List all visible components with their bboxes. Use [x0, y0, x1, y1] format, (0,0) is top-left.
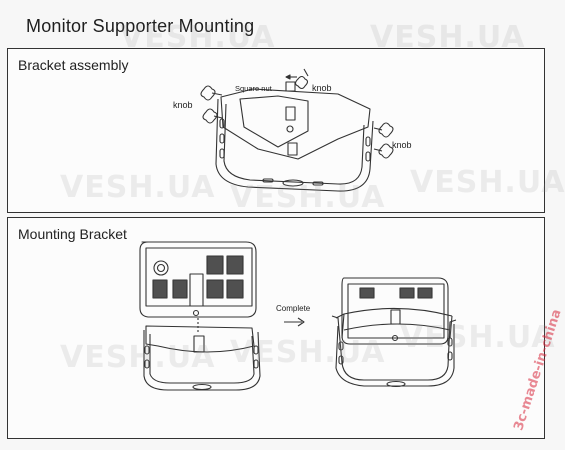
square-nut [285, 81, 296, 92]
bracket-assembly-diagram: Square nut knob knob knob [173, 68, 412, 192]
knob-left [202, 108, 223, 124]
knob-label-right: knob [392, 140, 412, 150]
bracket-assembly-panel: Bracket assembly [7, 48, 545, 213]
knob-top [294, 75, 309, 90]
square-nut-slot [285, 106, 296, 121]
mounting-bracket-panel: Mounting Bracket [7, 217, 545, 439]
bracket-assembly-title: Bracket assembly [18, 57, 129, 73]
bracket-left [143, 318, 261, 391]
knob-right-bottom [373, 143, 394, 159]
knob-right-top [373, 122, 394, 138]
monitor-right [341, 277, 449, 345]
knob-top-left [200, 85, 223, 101]
bracket-right [331, 307, 457, 388]
knob-label-left: knob [173, 100, 193, 110]
mounting-bracket-diagram: Complete [139, 241, 457, 391]
monitor-left-fill [153, 256, 243, 298]
u-bracket [215, 98, 374, 192]
complete-label: Complete [276, 304, 311, 313]
page-title: Monitor Supporter Mounting [26, 16, 255, 36]
mount-plate [220, 88, 371, 160]
mounting-bracket-title: Mounting Bracket [18, 226, 127, 242]
knob-label-top: knob [312, 83, 332, 93]
monitor-left [139, 241, 257, 318]
arrow-icon [284, 317, 305, 327]
square-nut-label: Square nut [235, 84, 273, 93]
